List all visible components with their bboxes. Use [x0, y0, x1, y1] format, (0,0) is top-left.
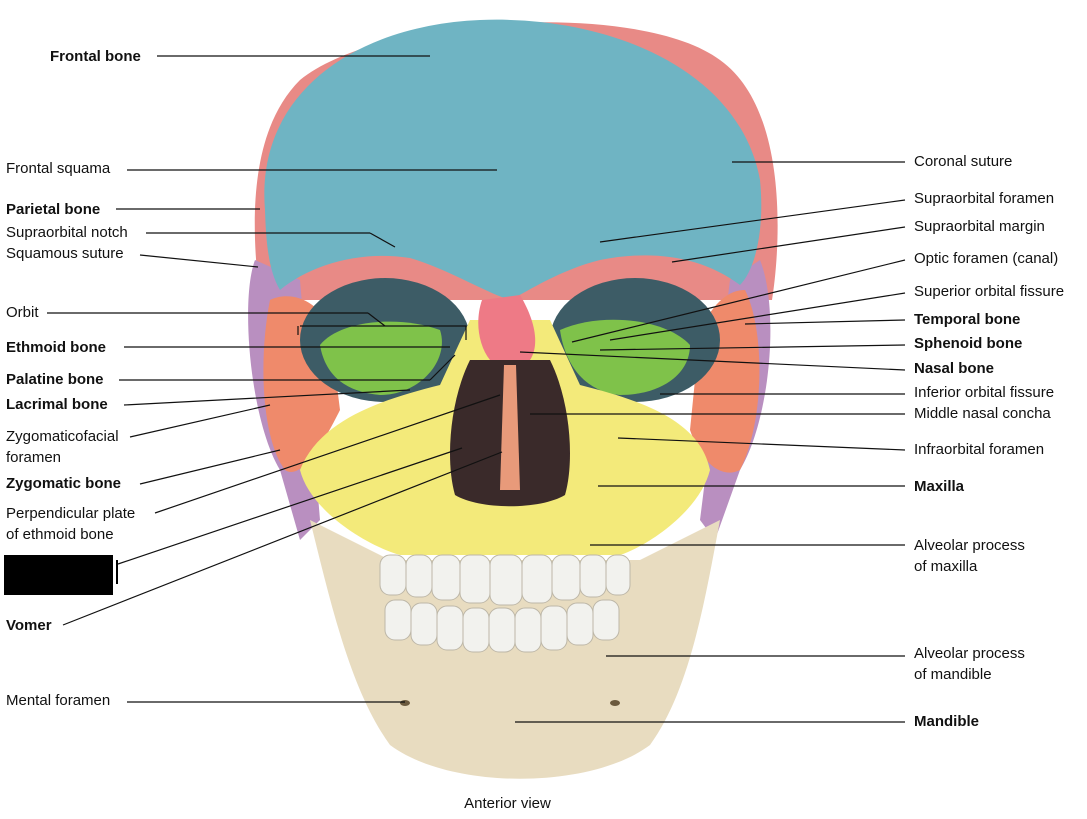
label-alveolar-process-maxilla: Alveolar process of maxilla — [914, 537, 1025, 575]
label-frontal-bone: Frontal bone — [50, 48, 141, 65]
redacted-label-tick — [116, 560, 118, 584]
leader-lines-left — [47, 55, 503, 703]
label-supraorbital-foramen: Supraorbital foramen — [914, 190, 1055, 207]
redacted-label-box — [4, 555, 113, 595]
label-inferior-orbital-fissure: Inferior orbital fissure — [914, 384, 1055, 401]
label-middle-nasal-concha: Middle nasal concha — [914, 405, 1051, 422]
label-lacrimal-bone: Lacrimal bone — [6, 396, 108, 413]
upper-teeth — [379, 554, 631, 606]
figure-caption: Anterior view — [464, 795, 551, 812]
label-palatine-bone: Palatine bone — [6, 371, 104, 388]
label-superior-orbital-fissure: Superior orbital fissure — [914, 283, 1065, 300]
mental-foramen-right — [610, 700, 620, 706]
lower-teeth — [384, 599, 620, 653]
label-maxilla: Maxilla — [914, 478, 965, 495]
label-sphenoid-bone: Sphenoid bone — [914, 335, 1023, 352]
label-infraorbital-foramen: Infraorbital foramen — [914, 441, 1045, 458]
label-zygomaticofacial-foramen: Zygomaticofacial foramen — [6, 428, 119, 466]
label-temporal-bone: Temporal bone — [914, 311, 1021, 328]
label-orbit: Orbit — [6, 304, 39, 321]
label-zygomatic-bone: Zygomatic bone — [6, 475, 122, 492]
nasal-septum — [500, 365, 520, 490]
label-mental-foramen: Mental foramen — [6, 692, 111, 709]
mental-foramen-left — [400, 700, 410, 706]
frontal-bone-region — [264, 19, 762, 301]
label-perpendicular-plate: Perpendicular plate of ethmoid bone — [6, 505, 136, 543]
label-parietal-bone: Parietal bone — [6, 201, 101, 218]
label-squamous-suture: Squamous suture — [6, 245, 124, 262]
nasal-bone-region — [478, 295, 536, 360]
label-nasal-bone: Nasal bone — [914, 360, 995, 377]
label-supraorbital-margin: Supraorbital margin — [914, 218, 1045, 235]
label-frontal-squama: Frontal squama — [6, 160, 111, 177]
label-alveolar-process-mandible: Alveolar process of mandible — [914, 645, 1025, 683]
leader-lines-right — [515, 161, 906, 723]
label-vomer: Vomer — [6, 617, 52, 634]
label-optic-foramen: Optic foramen (canal) — [914, 250, 1059, 267]
label-coronal-suture: Coronal suture — [914, 153, 1013, 170]
label-ethmoid-bone: Ethmoid bone — [6, 339, 106, 356]
label-supraorbital-notch: Supraorbital notch — [6, 224, 128, 241]
sphenoid-left-region — [320, 321, 442, 395]
label-mandible: Mandible — [914, 713, 980, 730]
